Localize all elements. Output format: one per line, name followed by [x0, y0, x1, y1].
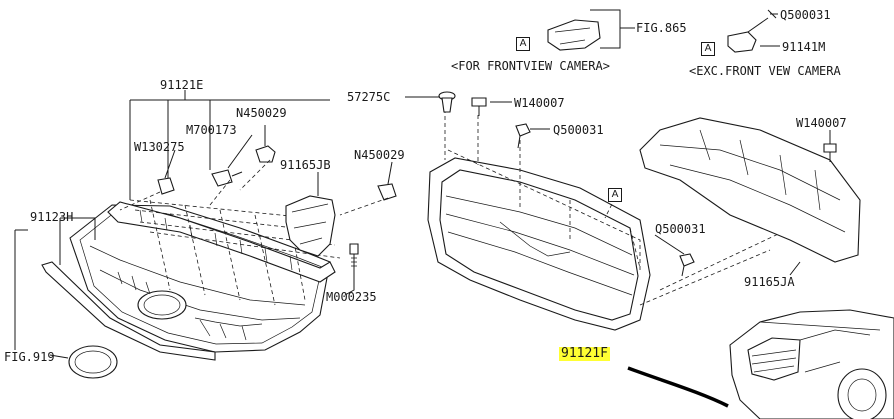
clip-w140007-b — [823, 143, 837, 162]
grille-91121f — [427, 157, 651, 331]
vehicle-front-view — [729, 309, 894, 419]
label-91121f-highlighted: 91121F — [559, 346, 610, 361]
grille-frame-91123h — [69, 204, 331, 353]
ref-box-a-exc-camera: A — [701, 42, 715, 56]
label-n450029-a: N450029 — [236, 106, 287, 120]
camera-bracket-fig865 — [547, 9, 635, 51]
label-q500031-top: Q500031 — [780, 8, 831, 22]
clip-57275c — [438, 91, 456, 113]
label-m000235: M000235 — [326, 290, 377, 304]
label-91141m: 91141M — [782, 40, 826, 54]
label-w140007-b: W140007 — [796, 116, 847, 130]
fastener-w130275 — [157, 177, 175, 195]
fastener-n450029-a — [255, 145, 276, 163]
label-fig865: FIG.865 — [636, 21, 687, 35]
label-q500031-a: Q500031 — [553, 123, 604, 137]
label-q500031-b: Q500031 — [655, 222, 706, 236]
label-w140007-a: W140007 — [514, 96, 565, 110]
note-for-front-camera: <FOR FRONTVIEW CAMERA> — [451, 59, 610, 73]
screw-m000235 — [349, 243, 359, 270]
label-91123h: 91123H — [30, 210, 74, 224]
fastener-m700173 — [211, 169, 243, 187]
screw-q500031-a — [515, 123, 531, 149]
label-91165jb: 91165JB — [280, 158, 331, 172]
ref-box-a-grille: A — [608, 188, 622, 202]
label-91165ja: 91165JA — [744, 275, 795, 289]
leader-lines-left — [14, 90, 393, 359]
camera-bracket-91141m — [727, 9, 780, 53]
label-m700173: M700173 — [186, 123, 237, 137]
label-w130275: W130275 — [134, 140, 185, 154]
screw-q500031-b — [679, 253, 695, 277]
callout-curve — [627, 366, 729, 408]
bracket-91165jb — [285, 195, 336, 257]
lower-trim-strip — [41, 261, 216, 361]
label-57275c: 57275C — [347, 90, 391, 104]
duct-91165ja — [639, 117, 861, 263]
label-91121e: 91121E — [160, 78, 204, 92]
label-n450029-b: N450029 — [354, 148, 405, 162]
ref-box-a-front-camera: A — [516, 37, 530, 51]
fastener-n450029-b — [377, 183, 397, 201]
note-exc-front-camera: <EXC.FRONT VEW CAMERA — [689, 64, 841, 78]
clip-w140007-a — [471, 97, 487, 116]
label-fig919: FIG.919 — [4, 350, 55, 364]
